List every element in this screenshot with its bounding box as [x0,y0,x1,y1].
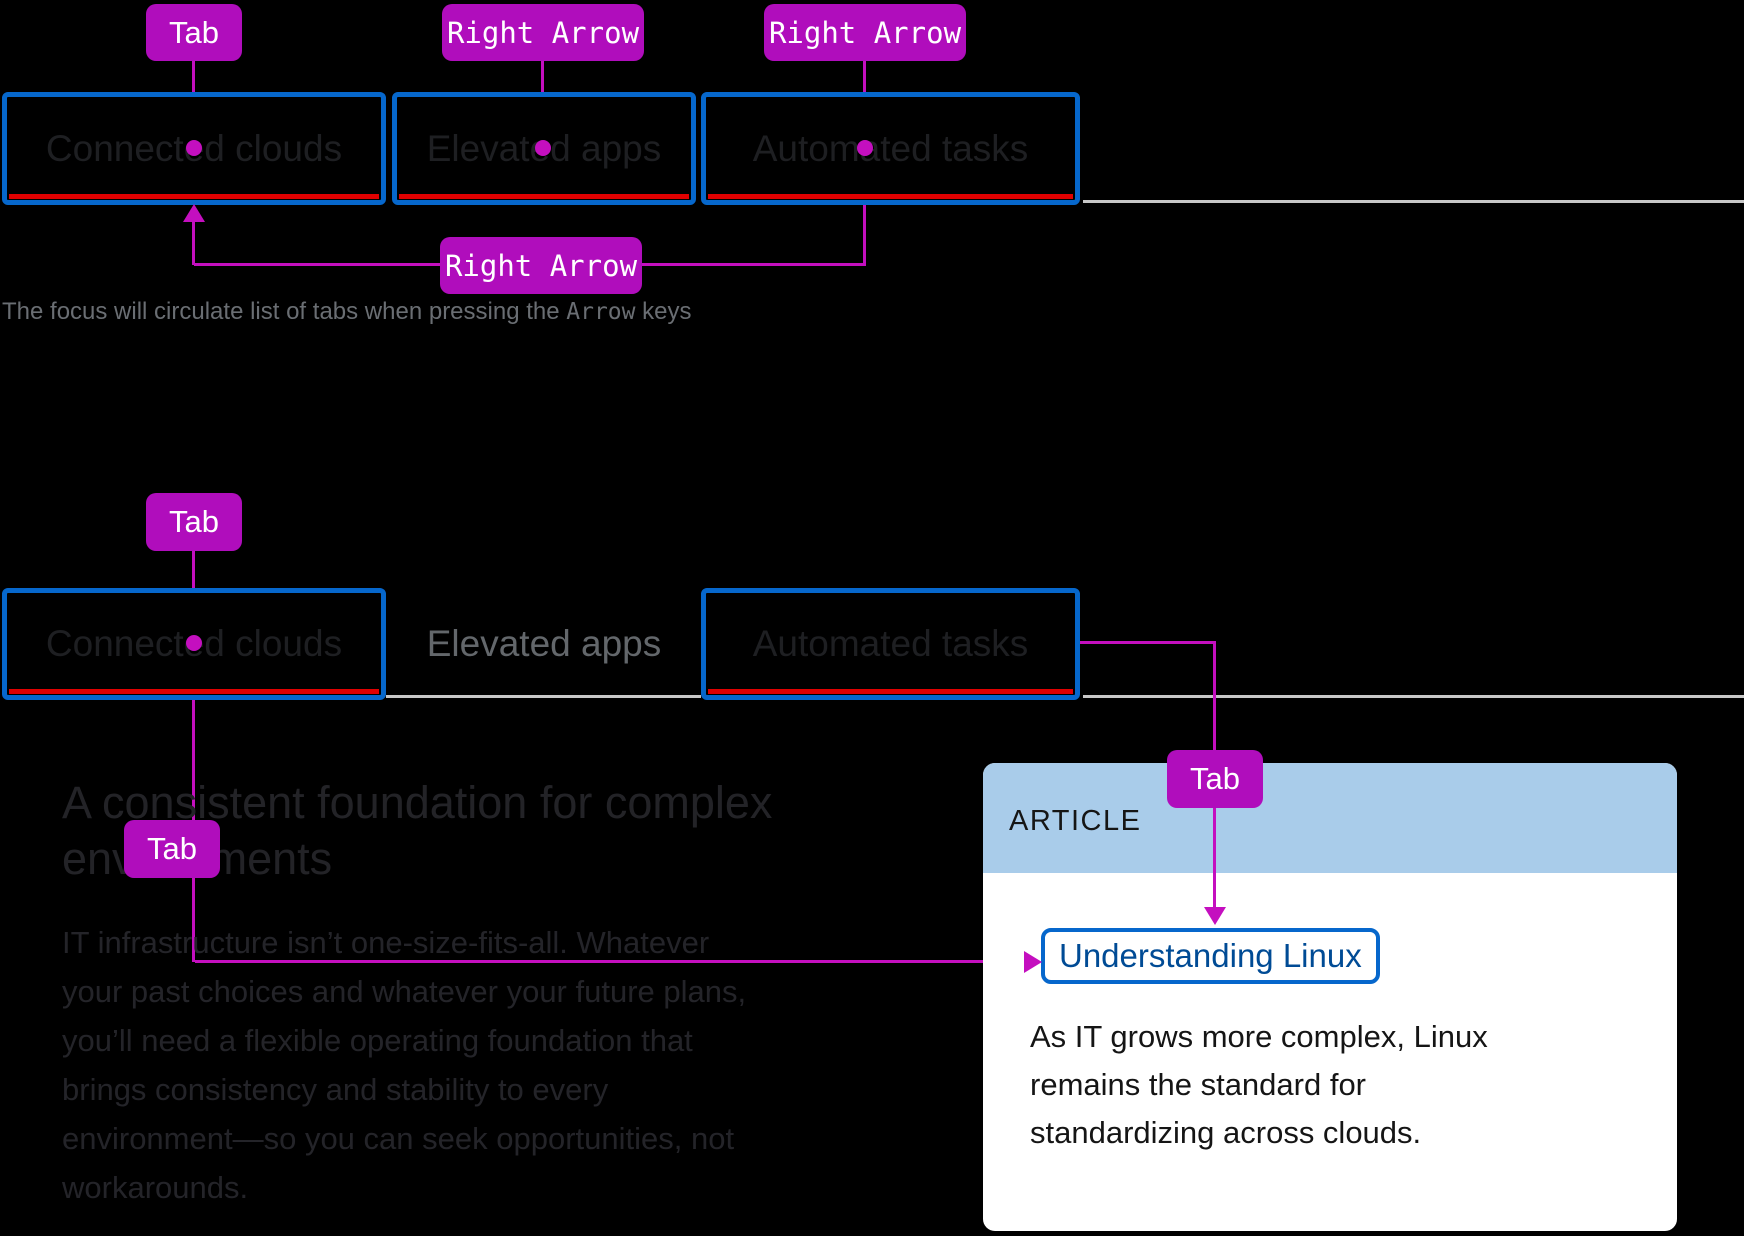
key-badge-label: Tab [169,14,219,50]
tab-label: Elevated apps [426,623,662,664]
content-paragraph-line: brings consistency and stability to ever… [62,1072,609,1107]
tab-label: Automated tasks [752,127,1029,169]
connector-line [863,205,866,266]
connector-line [1080,641,1216,644]
tab-automated-tasks-1[interactable]: Automated tasks [701,92,1080,205]
key-badge-tab-2: Tab [146,493,242,551]
link-label: Understanding Linux [1059,937,1362,974]
tabs-baseline [1083,695,1744,698]
content-paragraph-line: you’ll need a flexible operating foundat… [62,1023,693,1058]
article-body-line: As IT grows more complex, Linux [1030,1019,1488,1054]
article-body-line: standardizing across clouds. [1030,1115,1422,1150]
key-badge-label: Tab [169,504,219,539]
arrow-head-up [183,204,205,222]
content-paragraph-line: workarounds. [62,1170,249,1205]
key-badge-tab-3: Tab [124,820,220,878]
key-badge-label: Right Arrow [768,15,962,50]
connector-line [192,222,195,265]
key-badge-right-arrow-1: Right Arrow [442,4,644,61]
key-badge-label: Tab [147,831,197,866]
key-badge-right-arrow-2: Right Arrow [764,4,966,61]
understanding-linux-link[interactable]: Understanding Linux [1041,928,1380,984]
focus-dot [186,140,202,156]
content-heading-line1: A consistent foundation for complex [62,777,773,828]
connector-line [1213,808,1216,909]
arrow-head-down [1204,907,1226,925]
caption-text: The focus will circulate list of tabs wh… [2,298,567,325]
caption-text: keys [635,298,692,325]
tab-automated-tasks-2[interactable]: Automated tasks [701,588,1080,700]
content-paragraph-line: environment—so you can seek opportunitie… [62,1121,735,1156]
diagram-caption: The focus will circulate list of tabs wh… [2,298,692,326]
tab-elevated-apps-2[interactable]: Elevated apps [392,588,696,700]
arrow-head-right [1024,951,1042,973]
tabs-baseline [386,695,701,698]
connector-line [192,551,195,962]
article-card: ARTICLE Understanding Linux As IT grows … [983,763,1677,1231]
key-badge-label: Right Arrow [446,15,640,50]
tab-label: Automated tasks [752,623,1029,664]
article-body-line: remains the standard for [1030,1067,1367,1102]
connector-line [195,960,1026,963]
article-card-header: ARTICLE [983,763,1677,873]
tabs-baseline [1083,200,1744,203]
focus-dot [857,140,873,156]
key-badge-right-arrow-loop: Right Arrow [440,237,642,294]
key-badge-tab-4: Tab [1167,750,1263,808]
focus-dot [186,635,202,651]
content-paragraph-line: IT infrastructure isn’t one-size-fits-al… [62,925,710,960]
article-eyebrow: ARTICLE [1009,805,1142,837]
key-badge-label: Tab [1190,761,1240,796]
content-paragraph-line: your past choices and whatever your futu… [62,974,747,1009]
caption-mono-text: Arrow [566,299,636,325]
focus-dot [535,140,551,156]
key-badge-label: Right Arrow [444,248,638,283]
key-badge-tab-1: Tab [146,4,242,61]
connector-line [1213,643,1216,752]
